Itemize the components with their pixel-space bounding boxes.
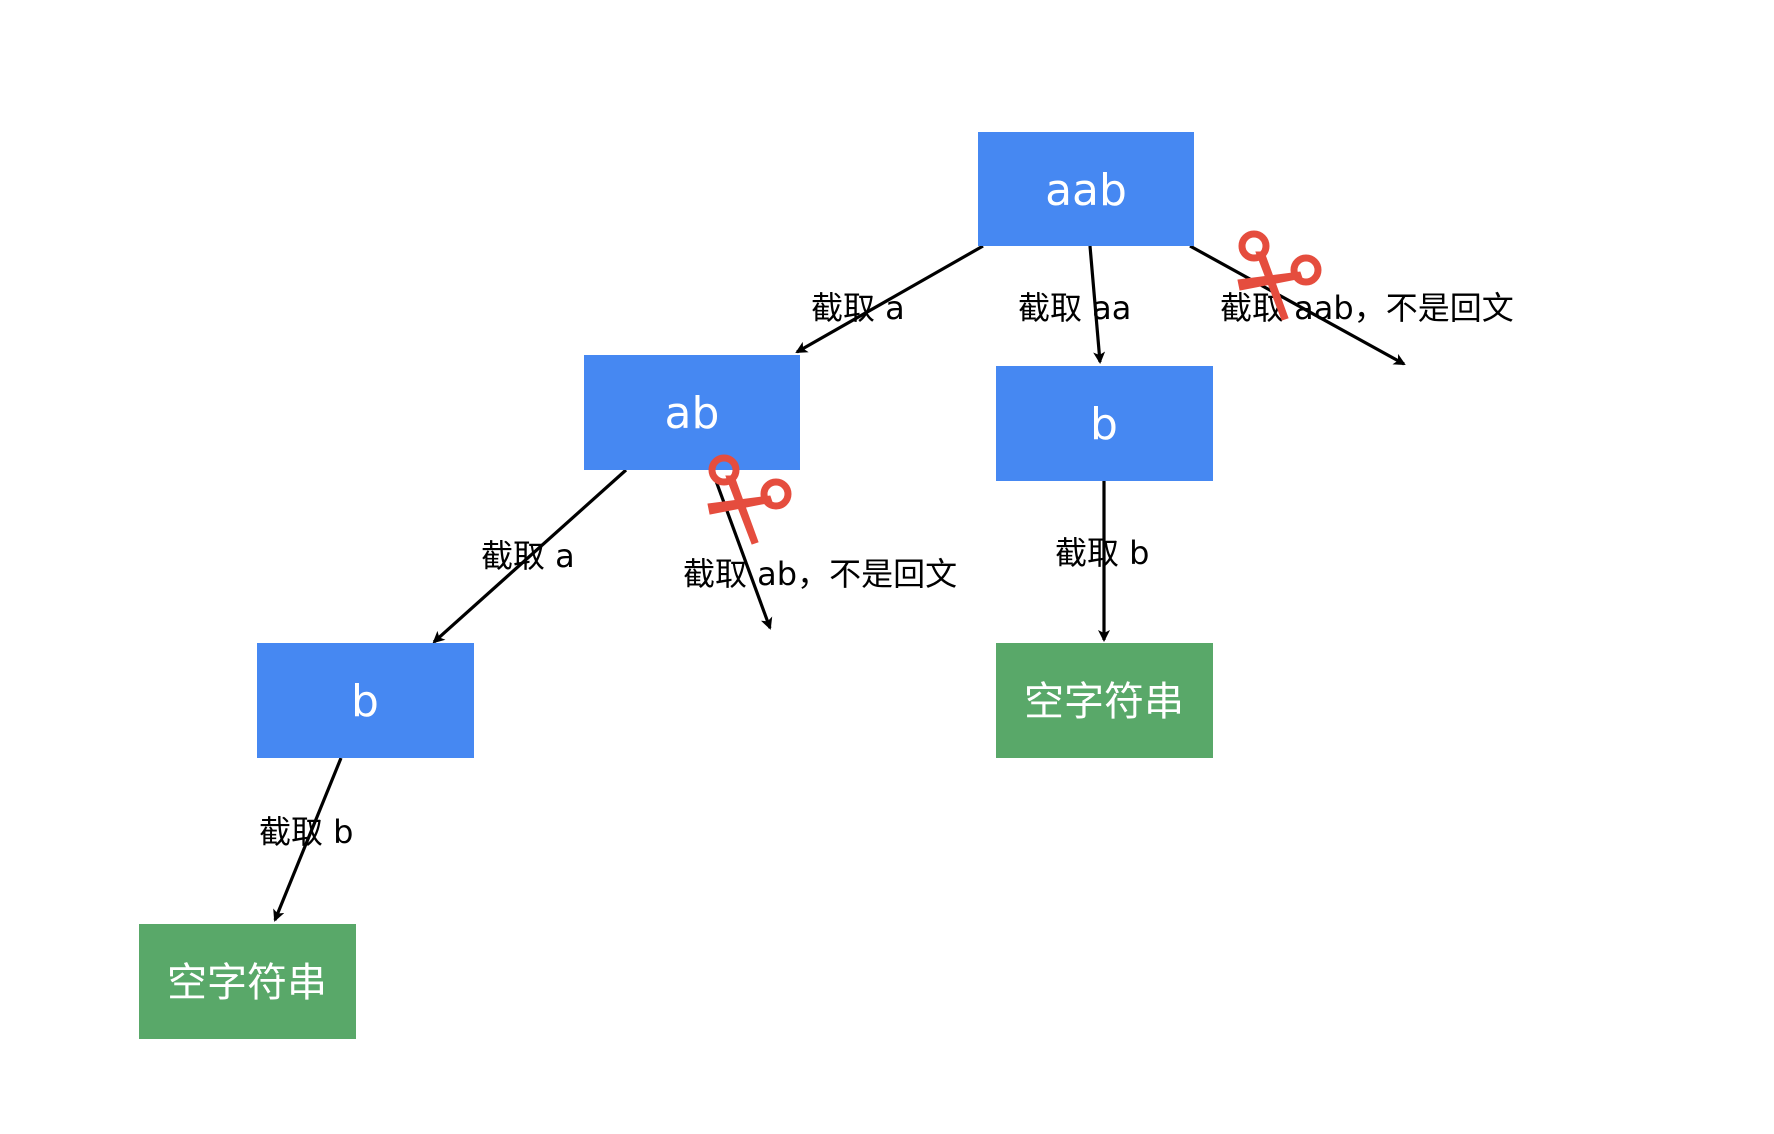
node-left-box xyxy=(584,355,800,470)
label-left-to-left-left: 截取 a xyxy=(481,537,575,575)
edge-left-left-to-empty xyxy=(273,757,343,922)
node-left-left-box xyxy=(257,643,474,758)
node-root-label: aab xyxy=(1045,165,1127,216)
node-middle-empty: 空字符串 xyxy=(996,643,1213,758)
node-root-box xyxy=(978,132,1194,246)
edge-root-to-left xyxy=(795,244,984,354)
node-middle-empty-label: 空字符串 xyxy=(1024,679,1184,725)
node-middle-label: b xyxy=(1090,399,1118,450)
edge-labels: 截取 a 截取 aa 截取 aab，不是回文 截取 a 截取 ab，不是回文 截… xyxy=(259,289,1514,851)
node-middle-box xyxy=(996,366,1213,481)
edge-root-to-middle xyxy=(1088,245,1106,364)
node-left-left-label: b xyxy=(351,676,379,727)
node-left-left-empty-label: 空字符串 xyxy=(167,960,327,1006)
node-left-left-empty-box xyxy=(139,924,356,1039)
edge-left-pruned xyxy=(710,469,773,630)
node-middle: b xyxy=(996,366,1213,481)
label-root-to-middle: 截取 aa xyxy=(1018,289,1131,327)
label-middle-to-empty: 截取 b xyxy=(1055,534,1150,572)
edges xyxy=(273,244,1406,922)
label-root-to-left: 截取 a xyxy=(811,289,905,327)
label-root-pruned: 截取 aab，不是回文 xyxy=(1220,289,1514,327)
node-left-left-empty: 空字符串 xyxy=(139,924,356,1039)
node-root: aab xyxy=(978,132,1194,246)
edge-left-to-left-left xyxy=(432,468,628,644)
node-left: ab xyxy=(584,355,800,470)
label-left-left-to-empty: 截取 b xyxy=(259,813,354,851)
edge-root-pruned xyxy=(1189,244,1406,366)
label-left-pruned: 截取 ab，不是回文 xyxy=(683,555,957,593)
scissors-icon xyxy=(708,458,788,544)
node-middle-empty-box xyxy=(996,643,1213,758)
node-left-label: ab xyxy=(665,388,720,439)
node-left-left: b xyxy=(257,643,474,758)
